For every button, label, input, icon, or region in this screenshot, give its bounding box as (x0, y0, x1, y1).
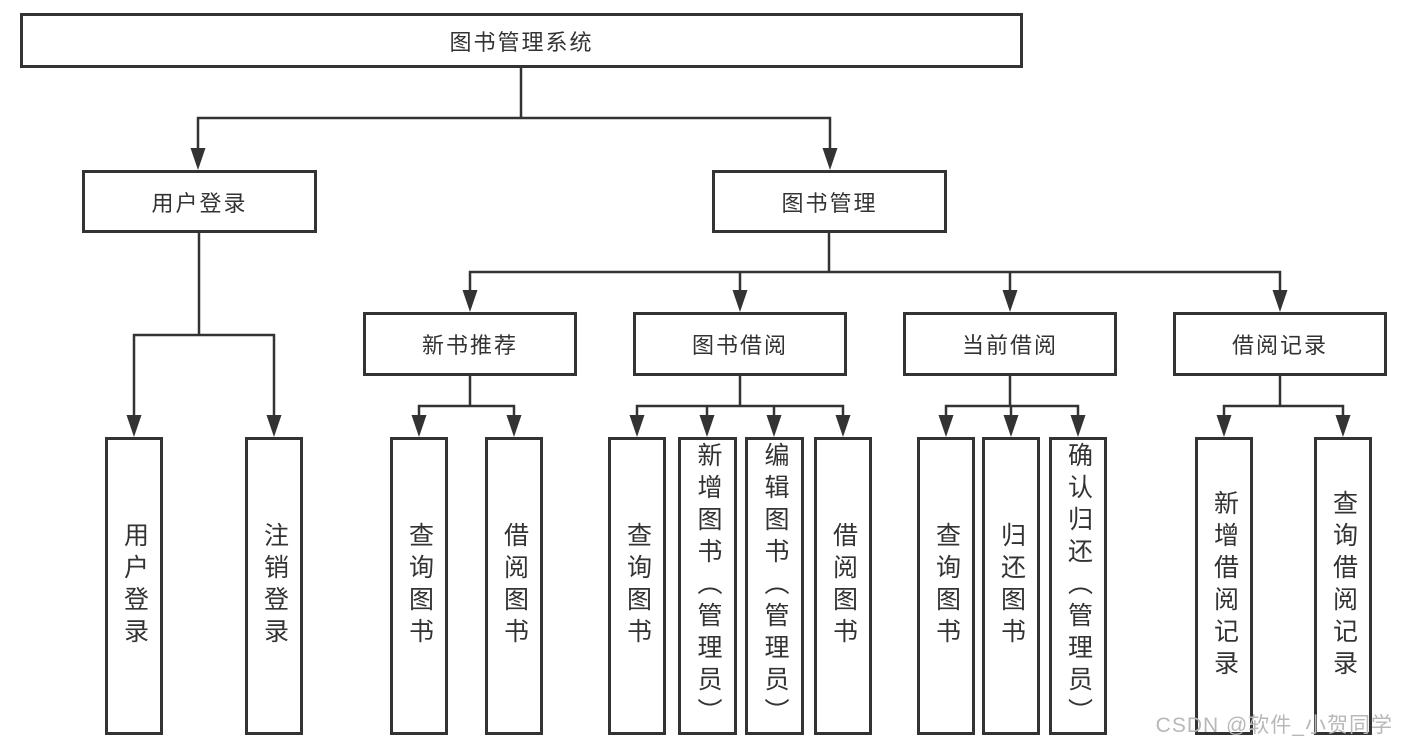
leaf-query-books-borrow-label: 查询图书 (623, 522, 652, 650)
leaf-query-borrow-record: 查询借阅记录 (1314, 437, 1372, 735)
connector-book-borrow (629, 374, 851, 437)
node-current-borrow: 当前借阅 (903, 312, 1117, 376)
connector-current-borrow (938, 374, 1086, 437)
leaf-add-books-admin-label: 新增图书（管理员） (694, 442, 722, 730)
leaf-borrow-books: 借阅图书 (814, 437, 872, 735)
node-book-borrow: 图书借阅 (633, 312, 847, 376)
node-root-label: 图书管理系统 (449, 29, 594, 55)
node-user-login-label: 用户登录 (151, 190, 248, 216)
leaf-add-borrow-record: 新增借阅记录 (1195, 437, 1253, 735)
node-new-book-recommend: 新书推荐 (363, 312, 577, 376)
leaf-query-books-recommend-label: 查询图书 (405, 522, 434, 650)
leaf-add-borrow-record-label: 新增借阅记录 (1210, 490, 1239, 682)
csdn-watermark: CSDN @软件_小贺同学 (1155, 714, 1393, 737)
leaf-user-login-label: 用户登录 (120, 522, 149, 650)
leaf-borrow-books-label: 借阅图书 (829, 522, 858, 650)
leaf-add-books-admin: 新增图书（管理员） (678, 437, 737, 735)
connector-root (190, 66, 838, 170)
leaf-edit-books-admin-label: 编辑图书（管理员） (761, 442, 789, 730)
connector-borrow-records (1216, 374, 1351, 437)
node-new-book-recommend-label: 新书推荐 (421, 333, 518, 358)
leaf-return-books-label: 归还图书 (997, 522, 1026, 650)
leaf-confirm-return-admin: 确认归还（管理员） (1049, 437, 1107, 735)
node-borrow-records-label: 借阅记录 (1231, 333, 1328, 358)
leaf-borrow-books-recommend-label: 借阅图书 (500, 522, 529, 650)
leaf-return-books: 归还图书 (982, 437, 1040, 735)
leaf-query-books-current: 查询图书 (917, 437, 975, 735)
leaf-logout-label: 注销登录 (260, 522, 289, 650)
node-book-management: 图书管理 (712, 170, 947, 233)
node-book-management-label: 图书管理 (781, 190, 878, 216)
connector-new-book-recommend (411, 374, 522, 437)
connector-user-login (126, 231, 282, 437)
leaf-edit-books-admin: 编辑图书（管理员） (745, 437, 804, 735)
leaf-query-borrow-record-label: 查询借阅记录 (1329, 490, 1358, 682)
leaf-user-login: 用户登录 (105, 437, 163, 735)
leaf-query-books-borrow: 查询图书 (608, 437, 666, 735)
node-current-borrow-label: 当前借阅 (961, 333, 1058, 358)
node-user-login: 用户登录 (82, 170, 317, 233)
leaf-query-books-current-label: 查询图书 (932, 522, 961, 650)
leaf-confirm-return-admin-label: 确认归还（管理员） (1064, 442, 1093, 730)
node-book-borrow-label: 图书借阅 (691, 333, 788, 358)
leaf-borrow-books-recommend: 借阅图书 (485, 437, 543, 735)
leaf-logout: 注销登录 (245, 437, 303, 735)
node-root: 图书管理系统 (20, 13, 1023, 68)
leaf-query-books-recommend: 查询图书 (390, 437, 448, 735)
connector-book-management (462, 231, 1288, 312)
node-borrow-records: 借阅记录 (1173, 312, 1387, 376)
